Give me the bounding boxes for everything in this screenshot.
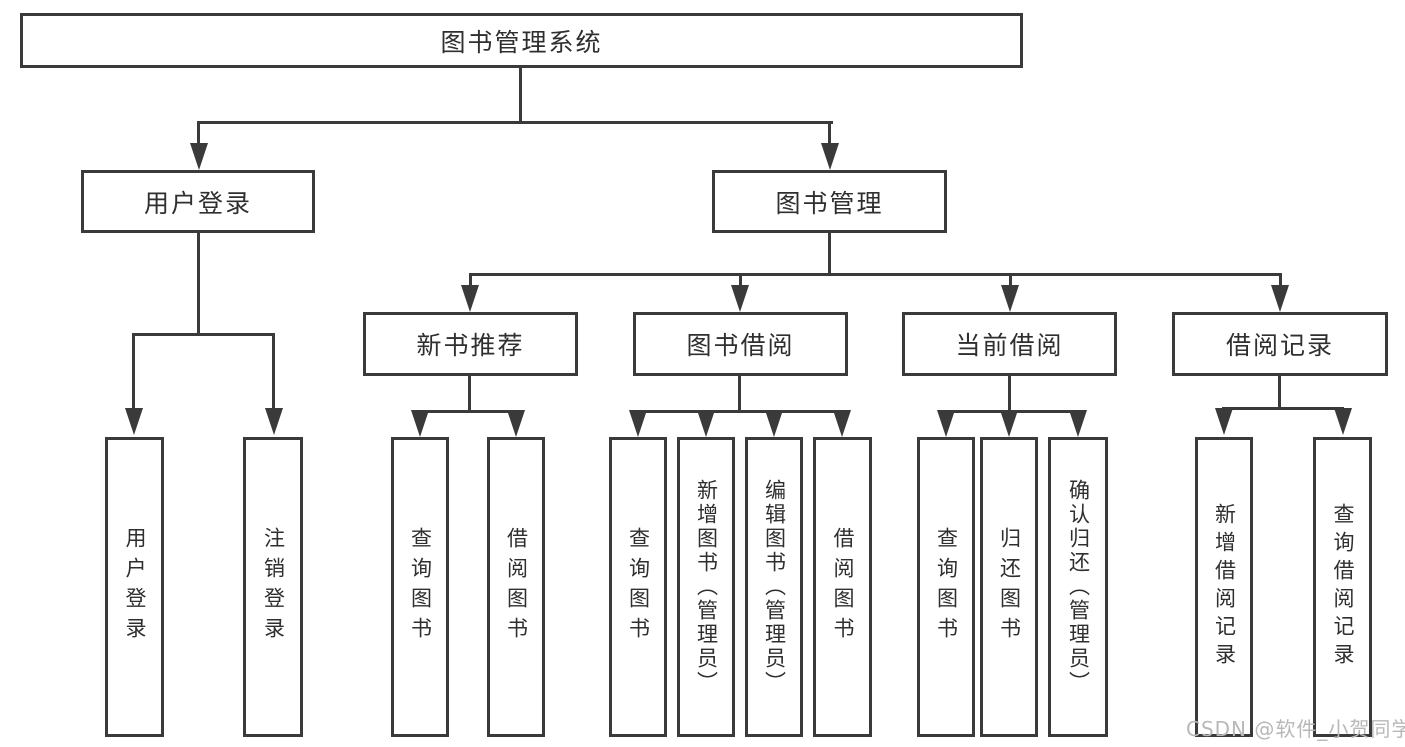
leaf-query-books-borrow-label: 查询图书 bbox=[626, 527, 651, 647]
leaf-user-login-label: 用户登录 bbox=[123, 527, 147, 647]
node-borrow-records: 借阅记录 bbox=[1172, 312, 1388, 376]
leaf-add-books-admin: 新增图书（管理员） bbox=[677, 437, 735, 737]
leaf-add-books-admin-label: 新增图书（管理员） bbox=[694, 479, 719, 695]
leaf-query-books-current: 查询图书 bbox=[917, 437, 975, 737]
leaf-edit-books-admin: 编辑图书（管理员） bbox=[745, 437, 803, 737]
node-book-borrow: 图书借阅 bbox=[633, 312, 848, 376]
connector-line bbox=[1278, 375, 1281, 409]
leaf-borrow-books-recommend: 借阅图书 bbox=[487, 437, 545, 737]
leaf-query-books-recommend-label: 查询图书 bbox=[408, 527, 433, 647]
leaf-query-books-recommend: 查询图书 bbox=[391, 437, 449, 737]
leaf-borrow-books-recommend-label: 借阅图书 bbox=[504, 527, 529, 647]
arrow-down-icon bbox=[1271, 285, 1289, 312]
connector-line bbox=[468, 375, 471, 412]
leaf-add-borrow-record: 新增借阅记录 bbox=[1195, 437, 1253, 737]
connector-line bbox=[197, 232, 200, 336]
connector-line bbox=[418, 410, 518, 413]
connector-line bbox=[828, 121, 831, 147]
arrow-down-icon bbox=[507, 410, 525, 437]
node-root-label: 图书管理系统 bbox=[440, 27, 603, 57]
leaf-logout: 注销登录 bbox=[243, 437, 303, 737]
csdn-watermark: CSDN @软件_小贺同学 bbox=[1186, 717, 1405, 741]
node-user-login: 用户登录 bbox=[81, 170, 315, 233]
leaf-query-books-borrow: 查询图书 bbox=[609, 437, 667, 737]
arrow-down-icon bbox=[1001, 285, 1019, 312]
arrow-down-icon bbox=[190, 143, 208, 170]
connector-line bbox=[469, 273, 472, 287]
node-new-book-recommend-label: 新书推荐 bbox=[416, 331, 525, 360]
arrow-down-icon bbox=[937, 410, 955, 437]
leaf-confirm-return-admin-label: 确认归还（管理员） bbox=[1066, 479, 1091, 695]
leaf-query-borrow-record: 查询借阅记录 bbox=[1313, 437, 1372, 737]
connector-line bbox=[197, 121, 833, 124]
connector-line bbox=[828, 232, 831, 276]
arrow-down-icon bbox=[629, 410, 647, 437]
leaf-return-books: 归还图书 bbox=[980, 437, 1038, 737]
leaf-query-borrow-record-label: 查询借阅记录 bbox=[1331, 503, 1355, 671]
connector-line bbox=[132, 333, 135, 411]
connector-line bbox=[738, 375, 741, 412]
connector-line bbox=[132, 333, 275, 336]
leaf-edit-books-admin-label: 编辑图书（管理员） bbox=[762, 479, 787, 695]
leaf-query-books-current-label: 查询图书 bbox=[934, 527, 959, 647]
arrow-down-icon bbox=[833, 410, 851, 437]
connector-line bbox=[1009, 273, 1012, 287]
connector-line bbox=[1222, 407, 1344, 410]
arrow-down-icon bbox=[411, 410, 429, 437]
arrow-down-icon bbox=[461, 285, 479, 312]
connector-line bbox=[636, 410, 844, 413]
node-book-management: 图书管理 bbox=[712, 170, 947, 233]
node-book-management-label: 图书管理 bbox=[775, 188, 884, 218]
node-current-borrow: 当前借阅 bbox=[902, 312, 1117, 376]
leaf-return-books-label: 归还图书 bbox=[997, 527, 1022, 647]
leaf-confirm-return-admin: 确认归还（管理员） bbox=[1048, 437, 1108, 737]
arrow-down-icon bbox=[765, 410, 783, 437]
node-borrow-records-label: 借阅记录 bbox=[1225, 331, 1334, 360]
leaf-borrow-books: 借阅图书 bbox=[813, 437, 872, 737]
connector-line bbox=[469, 273, 1282, 276]
connector-line bbox=[1279, 273, 1282, 287]
leaf-user-login: 用户登录 bbox=[105, 437, 164, 737]
leaf-logout-label: 注销登录 bbox=[261, 527, 286, 647]
node-book-borrow-label: 图书借阅 bbox=[686, 331, 795, 360]
arrow-down-icon bbox=[1000, 410, 1018, 437]
connector-line bbox=[1008, 375, 1011, 412]
node-current-borrow-label: 当前借阅 bbox=[955, 331, 1064, 360]
arrow-down-icon bbox=[1334, 408, 1352, 435]
connector-line bbox=[272, 333, 275, 411]
arrow-down-icon bbox=[731, 285, 749, 312]
connector-line bbox=[739, 273, 742, 287]
leaf-add-borrow-record-label: 新增借阅记录 bbox=[1212, 503, 1237, 671]
arrow-down-icon bbox=[697, 410, 715, 437]
connector-line bbox=[519, 68, 522, 124]
arrow-down-icon bbox=[821, 143, 839, 170]
connector-line bbox=[197, 121, 200, 147]
arrow-down-icon bbox=[1069, 410, 1087, 437]
arrow-down-icon bbox=[1215, 408, 1233, 435]
node-new-book-recommend: 新书推荐 bbox=[363, 312, 578, 376]
node-user-login-label: 用户登录 bbox=[143, 188, 252, 218]
leaf-borrow-books-label: 借阅图书 bbox=[831, 527, 855, 647]
node-root: 图书管理系统 bbox=[20, 13, 1023, 68]
arrow-down-icon bbox=[125, 408, 143, 435]
arrow-down-icon bbox=[265, 408, 283, 435]
